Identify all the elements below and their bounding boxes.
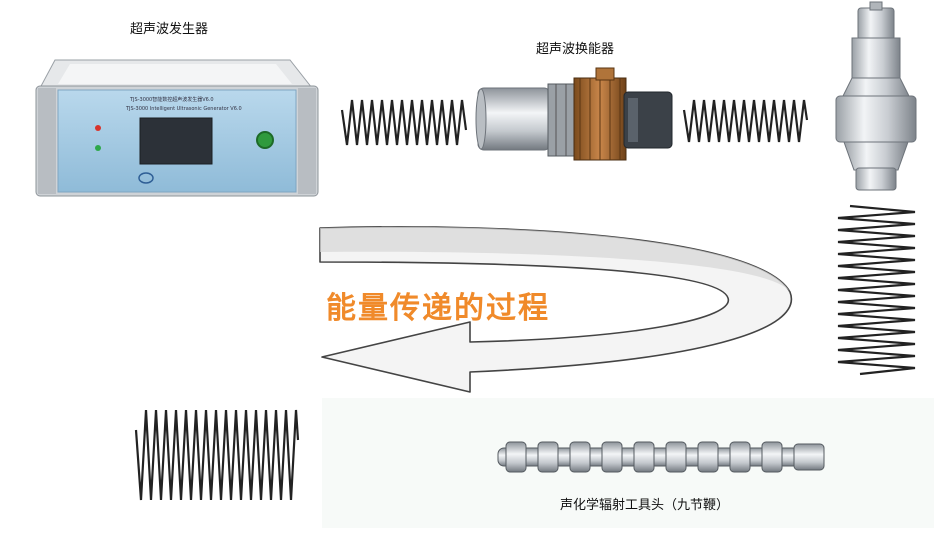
transducer-label: 超声波换能器 — [536, 42, 615, 57]
wave-generator-to-transducer — [340, 99, 468, 146]
wave-transducer-to-horn — [682, 99, 809, 143]
sonochemical-tool-head — [497, 441, 825, 473]
generator-label: 超声波发生器 — [130, 22, 209, 37]
wave-horn-to-tool — [837, 204, 916, 376]
process-label: 能量传递的过程 — [326, 291, 550, 326]
wave-bottom-left — [134, 409, 300, 501]
ultrasonic-generator — [35, 59, 319, 197]
generator-panel-line1: TJS-3000智能数控超声波发生器V6.0 — [130, 97, 214, 103]
ultrasonic-booster-horn — [835, 1, 917, 191]
generator-panel-line2: TJS-3000 Intelligent Ultrasonic Generato… — [126, 106, 242, 112]
ultrasonic-transducer — [475, 67, 673, 161]
tool-head-label: 声化学辐射工具头（九节鞭） — [560, 498, 730, 513]
energy-flow-arrow — [319, 226, 793, 393]
